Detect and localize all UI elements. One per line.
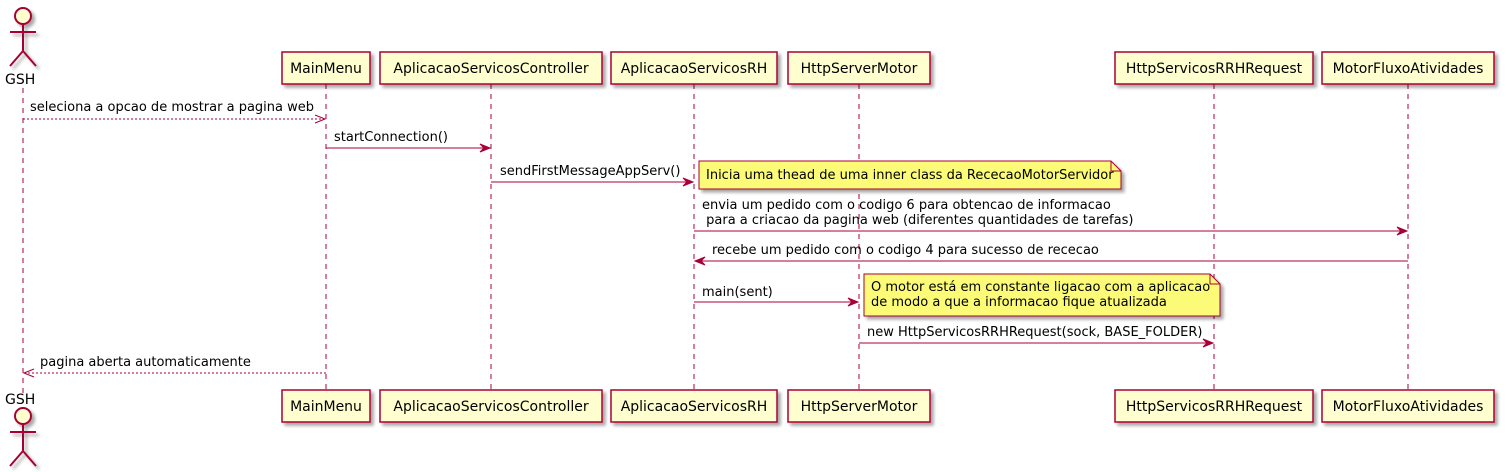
note-text: Inicia uma thead de uma inner class da R…	[706, 168, 1114, 183]
participant-aplicacao-servicos-rh-top: AplicacaoServicosRH	[610, 51, 778, 85]
participant-aplicacao-servicos-controller-bottom: AplicacaoServicosController	[379, 389, 603, 423]
participant-box	[1321, 389, 1495, 423]
notes: Inicia uma thead de uma inner class da R…	[698, 160, 1221, 317]
note-fold-icon	[1110, 161, 1121, 172]
participant-box	[281, 389, 371, 423]
filled-arrowhead-icon	[847, 297, 860, 307]
participant-motor-fluxo-atividades-top: MotorFluxoAtividades	[1321, 51, 1495, 85]
message-label: pagina aberta automaticamente	[40, 355, 251, 370]
actor-figure-icon	[9, 407, 37, 467]
participant-label: MainMenu	[290, 399, 362, 415]
message-4: envia um pedido com o codigo 6 para obte…	[694, 198, 1409, 236]
actor-label: GSH	[5, 392, 35, 408]
participant-label: AplicacaoServicosController	[393, 61, 588, 77]
note-box	[863, 273, 1221, 317]
participant-box	[281, 51, 371, 85]
participant-label: AplicacaoServicosRH	[621, 399, 768, 415]
participant-main-menu-bottom: MainMenu	[281, 389, 371, 423]
participant-label: HttpServicosRRHRequest	[1126, 399, 1303, 415]
open-arrowhead-icon	[314, 114, 327, 124]
message-label: startConnection()	[334, 130, 448, 145]
message-7: new HttpServicosRRHRequest(sock, BASE_FO…	[859, 325, 1215, 348]
participant-headers: MainMenuMainMenuAplicacaoServicosControl…	[281, 51, 1495, 423]
participant-http-server-motor-bottom: HttpServerMotor	[787, 389, 931, 423]
participant-label: MotorFluxoAtividades	[1333, 61, 1484, 77]
filled-arrowhead-icon	[693, 256, 706, 266]
participant-http-servicos-rrhrequest-bottom: HttpServicosRRHRequest	[1114, 389, 1314, 423]
participant-label: AplicacaoServicosRH	[621, 61, 768, 77]
filled-arrowhead-icon	[1396, 226, 1409, 236]
participant-http-server-motor-top: HttpServerMotor	[787, 51, 931, 85]
open-arrowhead-icon	[22, 368, 35, 378]
actor-figure-icon	[9, 7, 37, 67]
lifelines	[22, 84, 1409, 398]
message-2: startConnection()	[326, 130, 492, 153]
participant-label: HttpServerMotor	[801, 399, 918, 415]
participant-box	[610, 389, 778, 423]
participant-box	[1114, 389, 1314, 423]
actor-top: GSH	[5, 7, 37, 88]
participant-http-servicos-rrhrequest-top: HttpServicosRRHRequest	[1114, 51, 1314, 85]
note-fold-icon	[1209, 274, 1220, 285]
message-label: new HttpServicosRRHRequest(sock, BASE_FO…	[867, 325, 1202, 340]
participant-box	[787, 389, 931, 423]
participant-label: MotorFluxoAtividades	[1333, 399, 1484, 415]
participant-box	[379, 389, 603, 423]
participant-box	[787, 51, 931, 85]
participant-aplicacao-servicos-controller-top: AplicacaoServicosController	[379, 51, 603, 85]
note-box	[698, 160, 1122, 190]
message-8: pagina aberta automaticamente	[22, 355, 326, 378]
filled-arrowhead-icon	[1202, 338, 1215, 348]
message-label: recebe um pedido com o codigo 4 para suc…	[712, 243, 1099, 258]
note-1: Inicia uma thead de uma inner class da R…	[698, 160, 1122, 190]
note-text: O motor está em constante ligacao com a …	[871, 280, 1210, 295]
participant-label: AplicacaoServicosController	[393, 399, 588, 415]
message-3: sendFirstMessageAppServ()	[491, 164, 695, 187]
note-2: O motor está em constante ligacao com a …	[863, 273, 1221, 317]
participant-box	[1321, 51, 1495, 85]
filled-arrowhead-icon	[682, 177, 695, 187]
message-5: recebe um pedido com o codigo 4 para suc…	[693, 243, 1408, 266]
actor-bottom: GSH	[5, 392, 37, 467]
participant-label: HttpServerMotor	[801, 61, 918, 77]
participant-aplicacao-servicos-rh-bottom: AplicacaoServicosRH	[610, 389, 778, 423]
message-label: para a criacao da pagina web (diferentes…	[702, 213, 1133, 228]
participant-motor-fluxo-atividades-bottom: MotorFluxoAtividades	[1321, 389, 1495, 423]
message-label: main(sent)	[702, 285, 773, 300]
participant-main-menu-top: MainMenu	[281, 51, 371, 85]
message-label: sendFirstMessageAppServ()	[500, 164, 680, 179]
participant-label: MainMenu	[290, 61, 362, 77]
participant-box	[610, 51, 778, 85]
participant-box	[1114, 51, 1314, 85]
note-text: de modo a que a informacao fique atualiz…	[871, 295, 1167, 310]
filled-arrowhead-icon	[479, 143, 492, 153]
message-label: seleciona a opcao de mostrar a pagina we…	[30, 100, 314, 115]
participant-box	[379, 51, 603, 85]
message-6: main(sent)	[694, 285, 860, 307]
participant-label: HttpServicosRRHRequest	[1126, 61, 1303, 77]
messages: seleciona a opcao de mostrar a pagina we…	[22, 100, 1409, 378]
actor-label: GSH	[5, 72, 35, 88]
message-label: envia um pedido com o codigo 6 para obte…	[702, 198, 1111, 213]
message-1: seleciona a opcao de mostrar a pagina we…	[23, 100, 327, 124]
